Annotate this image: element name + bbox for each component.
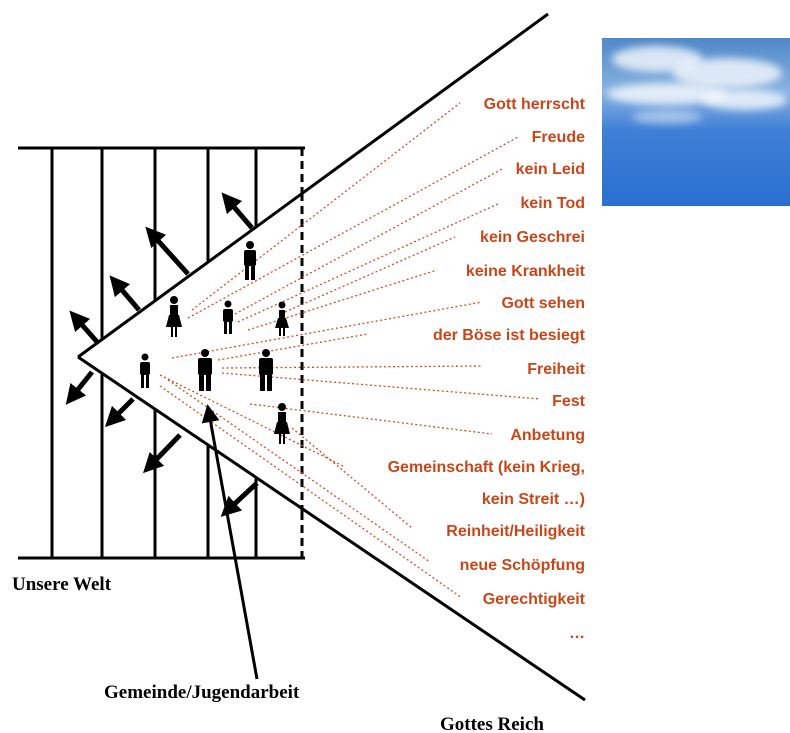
blessing-label: kein Leid <box>516 161 585 178</box>
outward-arrow-6 <box>104 397 135 428</box>
person-woman-icon <box>274 403 290 444</box>
people <box>140 241 290 444</box>
outward-arrow-1 <box>221 192 254 230</box>
outward-arrow-7 <box>143 433 182 474</box>
blessing-label: Fest <box>552 393 586 410</box>
person-man-icon <box>244 241 256 280</box>
blessing-label: neue Schöpfung <box>460 557 585 574</box>
connector-kein-geschrei <box>284 236 456 313</box>
kingdom-upper-edge <box>77 12 549 359</box>
person-child-icon <box>223 300 233 334</box>
kingdom-caption: Gottes Reich <box>440 714 544 733</box>
person-woman-icon <box>166 296 182 337</box>
connector-reinheit <box>291 427 413 529</box>
connector-kein-tod <box>237 202 501 323</box>
cloud-shape <box>702 90 787 110</box>
blessing-label: Freiheit <box>527 361 585 378</box>
cloud-shape <box>607 83 727 105</box>
cloud-shape <box>632 110 702 124</box>
outward-arrows <box>65 192 259 517</box>
blessing-label: Anbetung <box>510 427 585 444</box>
blessing-label: Gott sehen <box>501 295 585 312</box>
blessing-label: Gott herrscht <box>484 96 586 113</box>
blessing-label: kein Geschrei <box>480 229 585 246</box>
person-man-icon <box>198 349 212 391</box>
sky-image <box>602 38 790 206</box>
blessing-label: Gerechtigkeit <box>483 591 586 608</box>
kingdom-wedge-fill <box>78 14 585 700</box>
person-man-icon <box>259 349 273 391</box>
outward-arrow-3 <box>109 275 141 312</box>
blessing-label: Reinheit/Heiligkeit <box>446 523 585 540</box>
church-caption: Gemeinde/Jugendarbeit <box>104 682 300 703</box>
outward-arrow-2 <box>145 226 190 276</box>
outward-arrow-4 <box>69 310 100 345</box>
person-girl-icon <box>275 301 289 336</box>
world-caption: Unsere Welt <box>12 574 112 595</box>
connector-gemeinschaft <box>159 374 346 468</box>
connector-fest <box>221 372 541 400</box>
connector-anbetung <box>249 403 493 435</box>
connector-gott-sehen <box>171 301 483 359</box>
connector-der-boese <box>217 333 369 361</box>
kingdom-lower-edge <box>77 355 586 702</box>
connector-freiheit <box>221 365 483 369</box>
person-small-icon <box>140 353 150 388</box>
church-pointer-arrow <box>201 404 259 680</box>
blessing-label: der Böse ist besiegt <box>433 327 586 344</box>
connector-kein-leid <box>234 167 505 315</box>
connector-gerechtigkeit <box>159 385 463 599</box>
blessing-list: Gott herrscht Freude kein Leid kein Tod … <box>388 96 586 642</box>
blessing-label: Freude <box>532 129 585 146</box>
blessing-label: kein Tod <box>520 195 585 212</box>
outward-arrow-5 <box>65 370 94 405</box>
blessing-connectors <box>159 102 541 599</box>
blessing-label: kein Streit …) <box>482 491 585 508</box>
blessing-label: Gemeinschaft (kein Krieg, <box>388 459 585 476</box>
connector-neue-schoepfung <box>167 379 431 563</box>
blessing-label: keine Krankheit <box>466 263 586 280</box>
blessing-label: … <box>569 625 585 642</box>
outward-arrow-8 <box>220 481 259 517</box>
